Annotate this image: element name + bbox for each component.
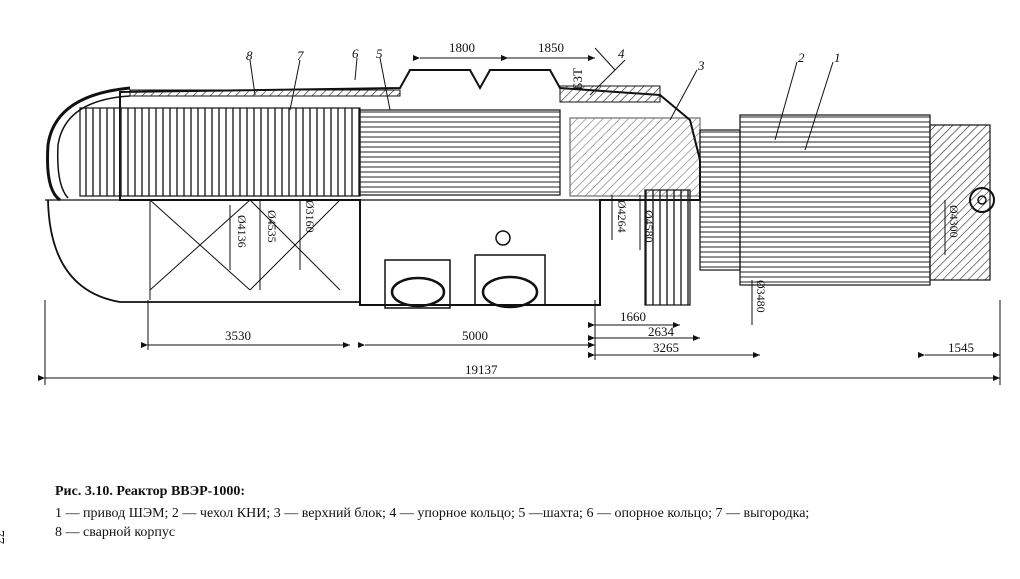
- dim-3265: 3265: [653, 340, 679, 355]
- dim-dia3160: Ø3160: [303, 200, 317, 233]
- dim-5000: 5000: [462, 328, 488, 343]
- callout-1: 1: [834, 50, 841, 65]
- dim-dia4264: Ø4264: [615, 200, 629, 233]
- callout-5: 5: [376, 46, 383, 61]
- dim-1850: 1850: [538, 40, 564, 55]
- dimension-lines: [38, 55, 1001, 385]
- dim-2634: 2634: [648, 324, 675, 339]
- callout-7: 7: [297, 48, 304, 63]
- dim-19137: 19137: [465, 362, 498, 377]
- vessel-body: [45, 69, 701, 309]
- callout-2: 2: [798, 50, 805, 65]
- callout-3: 3: [697, 58, 705, 73]
- dim-3530: 3530: [225, 328, 251, 343]
- callout-leaders: [249, 47, 834, 151]
- dim-1800: 1800: [449, 40, 475, 55]
- dim-1660: 1660: [620, 309, 646, 324]
- figure-caption: Рис. 3.10. Реактор ВВЭР-1000: 1 — привод…: [55, 482, 1005, 542]
- dim-dia4300: Ø4300: [947, 205, 961, 238]
- dim-dia3480: Ø3480: [754, 280, 768, 313]
- figure-legend-line2: 8 — сварной корпус: [55, 525, 176, 540]
- upper-block-drives: [644, 114, 995, 306]
- reactor-drawing: 1800 1850 3530 5000 1660 2634 3265 1545 …: [38, 40, 1001, 385]
- dim-dia4580: Ø4580: [642, 210, 656, 243]
- callout-6: 6: [352, 46, 359, 61]
- callout-8: 8: [246, 48, 253, 63]
- callout-bzt: БЗТ: [570, 68, 585, 90]
- page-number: 77: [0, 530, 6, 544]
- callout-4: 4: [618, 46, 625, 61]
- reactor-core: [79, 107, 701, 300]
- dim-dia4535: Ø4535: [265, 210, 279, 243]
- dim-1545: 1545: [948, 340, 974, 355]
- figure-legend-line1: 1 — привод ШЭМ; 2 — чехол КНИ; 3 — верхн…: [55, 506, 810, 521]
- dim-dia4136: Ø4136: [235, 215, 249, 248]
- figure-title: Рис. 3.10. Реактор ВВЭР-1000:: [55, 484, 246, 499]
